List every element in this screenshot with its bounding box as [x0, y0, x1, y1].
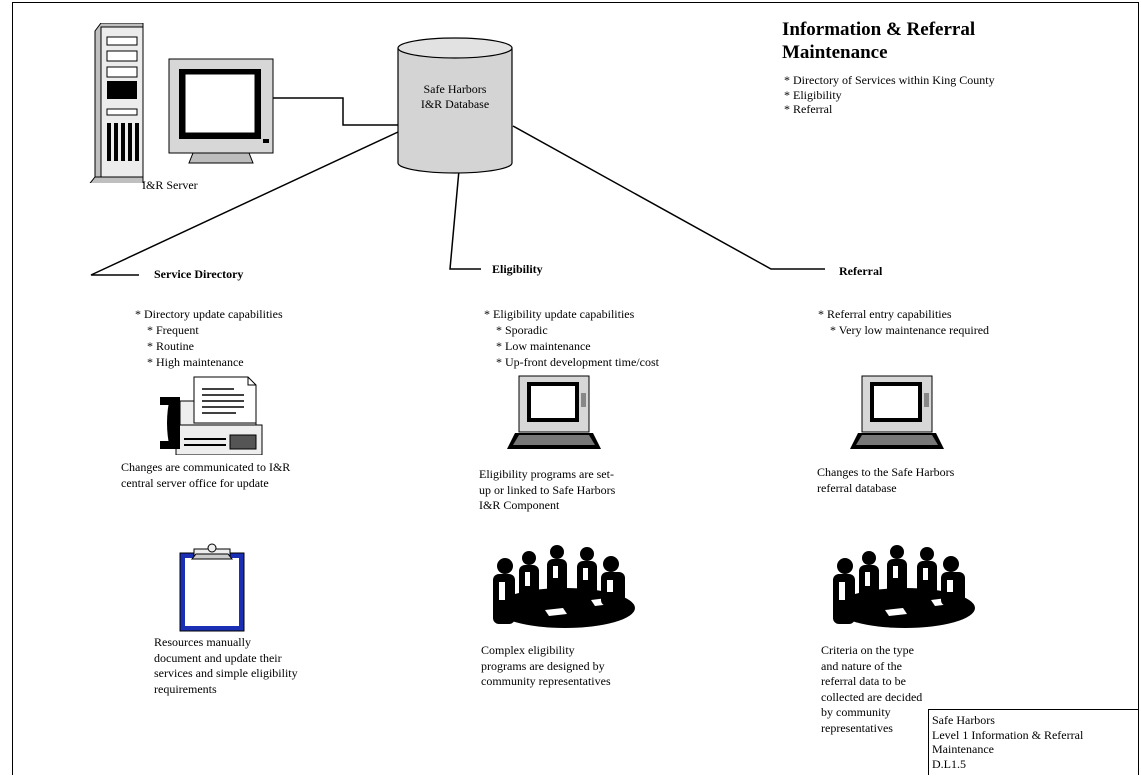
db-to-referral-line: [512, 125, 825, 270]
eligibility-meeting-people-icon: [493, 545, 635, 628]
service-directory-bullet-list: * Directory update capabilities * Freque…: [135, 306, 283, 370]
diagram-frame: Information & Referral Maintenance * Dir…: [12, 2, 1139, 775]
service-directory-caption-2: Resources manually document and update t…: [154, 635, 298, 696]
bullet-item: * Directory update capabilities: [135, 307, 283, 321]
connector-lines: [90, 37, 825, 276]
referral-heading: Referral: [839, 264, 883, 278]
header-bullet: * Eligibility: [784, 87, 842, 102]
bullet-item: * Eligibility update capabilities: [484, 307, 635, 321]
server-computer-icon: [89, 23, 274, 183]
eligibility-laptop-icon: [507, 375, 601, 449]
database-label-line: Safe Harbors: [423, 82, 487, 96]
fax-phone-icon: [160, 376, 263, 455]
header-bullet: * Directory of Services within King Coun…: [784, 73, 995, 87]
referral-laptop-icon: [850, 375, 944, 449]
stamp-line: Safe Harbors: [932, 713, 995, 727]
header-bullet: * Referral: [784, 102, 833, 116]
header-bullet-list: * Directory of Services within King Coun…: [784, 73, 995, 117]
bullet-item: * Up-front development time/cost: [496, 355, 659, 369]
bullet-item: * Very low maintenance required: [830, 323, 990, 337]
referral-caption-2: Criteria on the type and nature of the r…: [821, 643, 923, 735]
eligibility-caption: Eligibility programs are set-up or linke…: [479, 467, 616, 512]
document-stamp-box: Safe Harbors Level 1 Information & Refer…: [928, 709, 1138, 775]
database-cylinder-icon: [397, 37, 513, 174]
server-label: I&R Server: [142, 178, 198, 192]
clipboard-icon: [179, 543, 245, 632]
bullet-item: * Routine: [147, 339, 194, 353]
stamp-line: Level 1 Information & Referral Maintenan…: [932, 727, 1084, 757]
bullet-item: * High maintenance: [147, 355, 244, 369]
server-to-db-line: [268, 97, 398, 126]
page-title: Information & Referral Maintenance: [782, 19, 976, 63]
database-label-line: I&R Database: [420, 97, 490, 111]
eligibility-bullet-list: * Eligibility update capabilities * Spor…: [484, 306, 659, 370]
db-to-service-directory-line: [90, 131, 399, 276]
referral-bullet-list: * Referral entry capabilities * Very low…: [818, 306, 989, 338]
eligibility-heading: Eligibility: [492, 262, 543, 276]
eligibility-caption-2: Complex eligibility programs are designe…: [481, 643, 611, 688]
referral-meeting-people-icon: [833, 545, 975, 628]
service-directory-caption: Changes are communicated to I&R central …: [121, 460, 291, 490]
db-to-eligibility-line: [449, 169, 481, 270]
bullet-item: * Low maintenance: [496, 339, 591, 353]
service-directory-heading: Service Directory: [154, 267, 244, 281]
referral-caption: Changes to the Safe Harbors referral dat…: [817, 465, 955, 495]
bullet-item: * Sporadic: [496, 323, 548, 337]
bullet-item: * Frequent: [147, 323, 199, 337]
bullet-item: * Referral entry capabilities: [818, 307, 952, 321]
stamp-line: D.L1.5: [932, 756, 966, 771]
database-label: Safe Harbors I&R Database: [400, 82, 510, 112]
